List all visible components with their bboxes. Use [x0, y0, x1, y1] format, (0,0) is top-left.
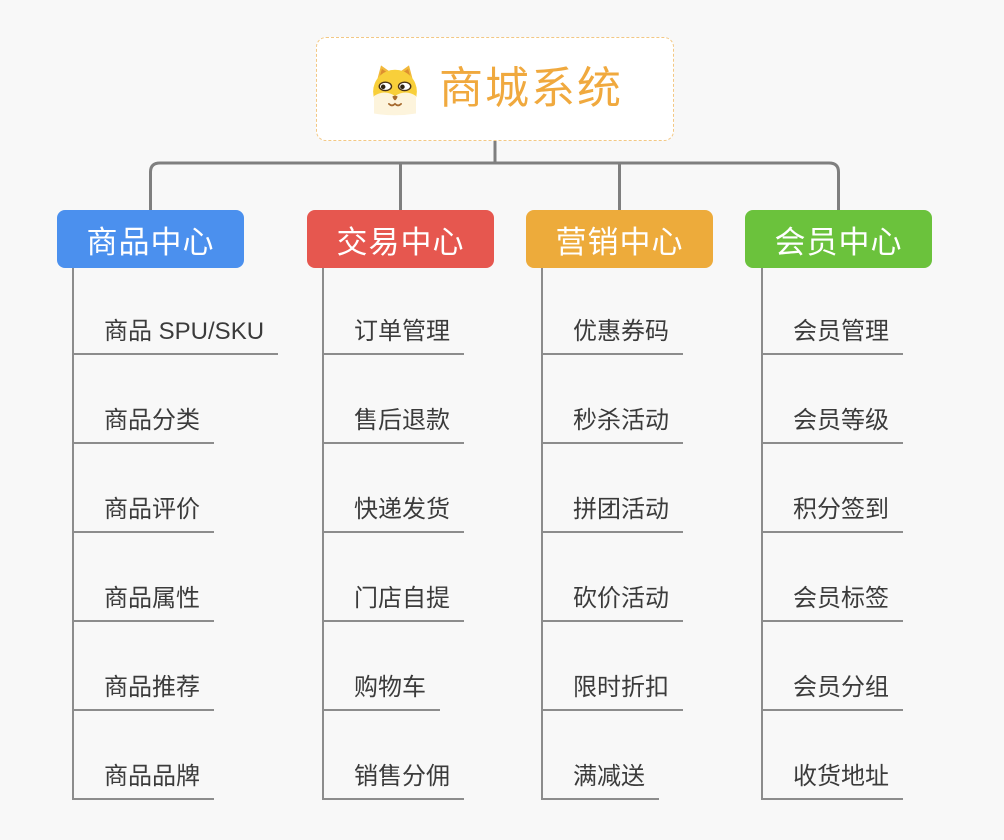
- branch-node-product-center[interactable]: 商品中心: [57, 210, 244, 268]
- leaf-node: 满减送: [541, 711, 683, 800]
- leaf-node: 订单管理: [322, 268, 464, 355]
- branch-node-trade-center[interactable]: 交易中心: [307, 210, 494, 268]
- leaf-node: 会员标签: [761, 533, 903, 622]
- leaf-label[interactable]: 商品属性: [72, 585, 214, 622]
- branch-children-marketing: 优惠券码 秒杀活动 拼团活动 砍价活动 限时折扣 满减送: [541, 268, 683, 800]
- leaf-node: 会员等级: [761, 355, 903, 444]
- branch-node-member-center[interactable]: 会员中心: [745, 210, 932, 268]
- branch-children-product: 商品 SPU/SKU 商品分类 商品评价 商品属性 商品推荐 商品品牌: [72, 268, 279, 800]
- leaf-label[interactable]: 门店自提: [322, 585, 464, 622]
- leaf-label[interactable]: 满减送: [541, 763, 659, 800]
- leaf-node: 商品评价: [72, 444, 278, 533]
- leaf-label[interactable]: 收货地址: [761, 763, 903, 800]
- leaf-node: 积分签到: [761, 444, 903, 533]
- leaf-node: 收货地址: [761, 711, 903, 800]
- branch-children-member: 会员管理 会员等级 积分签到 会员标签 会员分组 收货地址: [761, 268, 903, 800]
- leaf-node: 售后退款: [322, 355, 464, 444]
- leaf-label[interactable]: 砍价活动: [541, 585, 683, 622]
- leaf-label[interactable]: 积分签到: [761, 496, 903, 533]
- leaf-label[interactable]: 商品 SPU/SKU: [72, 318, 279, 355]
- leaf-label[interactable]: 订单管理: [322, 318, 464, 355]
- branch-node-marketing-center[interactable]: 营销中心: [526, 210, 713, 268]
- leaf-node: 商品推荐: [72, 622, 278, 711]
- leaf-node: 秒杀活动: [541, 355, 683, 444]
- leaf-node: 购物车: [322, 622, 464, 711]
- dog-face-icon: [373, 65, 417, 116]
- leaf-node: 商品分类: [72, 355, 278, 444]
- leaf-label[interactable]: 会员分组: [761, 674, 903, 711]
- leaf-label[interactable]: 优惠券码: [541, 318, 683, 355]
- leaf-label[interactable]: 拼团活动: [541, 496, 683, 533]
- leaf-label[interactable]: 商品评价: [72, 496, 214, 533]
- root-title: 商城系统: [439, 64, 623, 113]
- leaf-label[interactable]: 会员管理: [761, 318, 903, 355]
- leaf-node: 拼团活动: [541, 444, 683, 533]
- leaf-node: 会员分组: [761, 622, 903, 711]
- leaf-label[interactable]: 销售分佣: [322, 763, 464, 800]
- root-node[interactable]: 商城系统: [316, 37, 674, 141]
- leaf-label[interactable]: 会员等级: [761, 407, 903, 444]
- leaf-label[interactable]: 商品品牌: [72, 763, 214, 800]
- leaf-label[interactable]: 售后退款: [322, 407, 464, 444]
- leaf-node: 快递发货: [322, 444, 464, 533]
- leaf-node: 商品品牌: [72, 711, 278, 800]
- leaf-node: 限时折扣: [541, 622, 683, 711]
- leaf-node: 砍价活动: [541, 533, 683, 622]
- leaf-label[interactable]: 商品分类: [72, 407, 214, 444]
- leaf-label[interactable]: 商品推荐: [72, 674, 214, 711]
- branch-children-trade: 订单管理 售后退款 快递发货 门店自提 购物车 销售分佣: [322, 268, 464, 800]
- leaf-node: 商品属性: [72, 533, 278, 622]
- leaf-node: 销售分佣: [322, 711, 464, 800]
- leaf-label[interactable]: 会员标签: [761, 585, 903, 622]
- leaf-label[interactable]: 秒杀活动: [541, 407, 683, 444]
- leaf-node: 优惠券码: [541, 268, 683, 355]
- leaf-label[interactable]: 限时折扣: [541, 674, 683, 711]
- leaf-node: 商品 SPU/SKU: [72, 268, 279, 355]
- leaf-node: 会员管理: [761, 268, 903, 355]
- leaf-label[interactable]: 购物车: [322, 674, 440, 711]
- leaf-label[interactable]: 快递发货: [322, 496, 464, 533]
- leaf-node: 门店自提: [322, 533, 464, 622]
